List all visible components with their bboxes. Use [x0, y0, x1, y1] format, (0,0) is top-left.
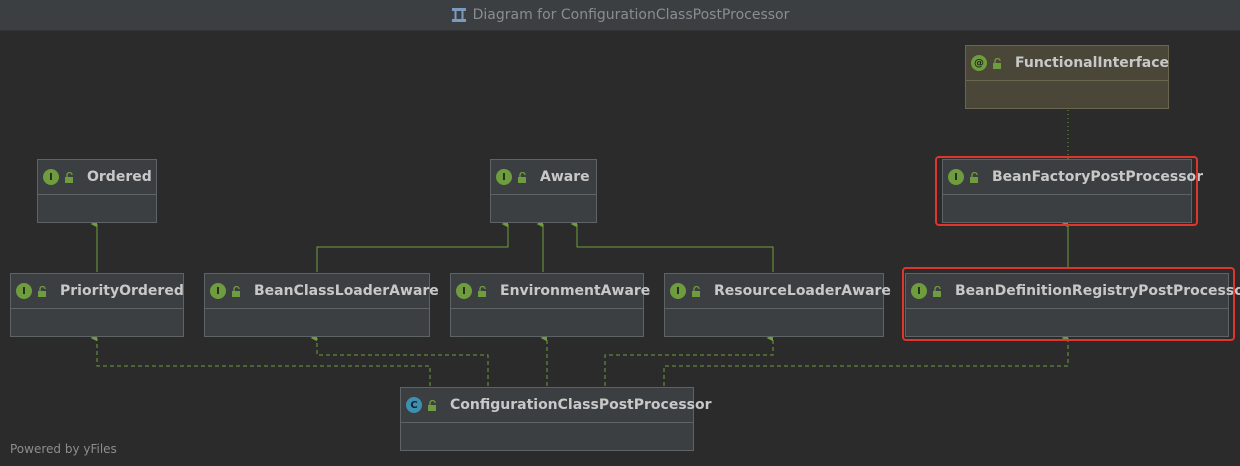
node-resource-loader-aware[interactable]: I ResourceLoaderAware — [664, 273, 891, 337]
interface-icon: I — [670, 283, 686, 299]
node-label: BeanClassLoaderAware — [254, 283, 439, 299]
node-functional-interface[interactable]: @ FunctionalInterface — [965, 45, 1169, 109]
node-label: FunctionalInterface — [1015, 55, 1170, 71]
title-bar: Diagram for ConfigurationClassPostProces… — [0, 0, 1240, 31]
diagram-icon — [451, 8, 466, 22]
node-header: I Ordered — [38, 160, 156, 195]
node-ordered[interactable]: I Ordered — [37, 159, 157, 223]
node-label: Ordered — [87, 169, 152, 185]
interface-icon: I — [210, 283, 226, 299]
node-header: @ FunctionalInterface — [966, 46, 1170, 81]
highlight-bean-factory-post-processor — [935, 156, 1198, 226]
node-header: C ConfigurationClassPostProcessor — [401, 388, 712, 423]
node-header: I Aware — [491, 160, 596, 195]
node-header: I BeanClassLoaderAware — [205, 274, 439, 309]
interface-icon: I — [948, 169, 964, 185]
node-label: BeanDefinitionRegistryPostProcessor — [955, 283, 1240, 299]
class-icon: C — [406, 397, 422, 413]
edge-ccpp-beanclassloaderaware — [310, 334, 489, 386]
interface-icon: I — [911, 283, 927, 299]
node-label: PriorityOrdered — [60, 283, 184, 299]
edge-ccpp-priorityordered — [90, 334, 431, 386]
node-header: I BeanDefinitionRegistryPostProcessor — [906, 274, 1240, 309]
node-environment-aware[interactable]: I EnvironmentAware — [450, 273, 650, 337]
interface-icon: I — [496, 169, 512, 185]
unlock-icon — [428, 399, 436, 411]
node-bean-class-loader-aware[interactable]: I BeanClassLoaderAware — [204, 273, 439, 337]
unlock-icon — [478, 285, 486, 297]
node-aware[interactable]: I Aware — [490, 159, 597, 223]
node-label: Aware — [540, 169, 590, 185]
node-label: EnvironmentAware — [500, 283, 651, 299]
highlight-bean-definition-registry-post-processor — [902, 267, 1235, 341]
interface-icon: I — [16, 283, 32, 299]
node-header: I ResourceLoaderAware — [665, 274, 891, 309]
annotation-icon: @ — [971, 55, 987, 71]
unlock-icon — [65, 171, 73, 183]
interface-icon: I — [43, 169, 59, 185]
edge-resourceloaderaware-aware — [570, 220, 774, 272]
node-label: BeanFactoryPostProcessor — [992, 169, 1204, 185]
node-bean-factory-post-processor[interactable]: I BeanFactoryPostProcessor — [942, 159, 1203, 223]
edge-ccpp-bdrpp — [663, 334, 1069, 386]
node-header: I EnvironmentAware — [451, 274, 650, 309]
node-label: ResourceLoaderAware — [714, 283, 891, 299]
interface-icon: I — [456, 283, 472, 299]
node-header: I PriorityOrdered — [11, 274, 184, 309]
node-header: I BeanFactoryPostProcessor — [943, 160, 1203, 195]
edge-ccpp-resourceloaderaware — [604, 334, 774, 386]
unlock-icon — [38, 285, 46, 297]
node-label: ConfigurationClassPostProcessor — [450, 397, 712, 413]
node-configuration-class-post-processor[interactable]: C ConfigurationClassPostProcessor — [400, 387, 712, 451]
edge-beanclassloaderaware-aware — [316, 220, 509, 272]
powered-by-label: Powered by yFiles — [10, 442, 117, 456]
node-bean-definition-registry-post-processor[interactable]: I BeanDefinitionRegistryPostProcessor — [905, 273, 1240, 337]
window-title: Diagram for ConfigurationClassPostProces… — [472, 7, 790, 23]
unlock-icon — [970, 171, 978, 183]
node-priority-ordered[interactable]: I PriorityOrdered — [10, 273, 184, 337]
unlock-icon — [232, 285, 240, 297]
unlock-icon — [692, 285, 700, 297]
unlock-icon — [933, 285, 941, 297]
unlock-icon — [993, 57, 1001, 69]
unlock-icon — [518, 171, 526, 183]
